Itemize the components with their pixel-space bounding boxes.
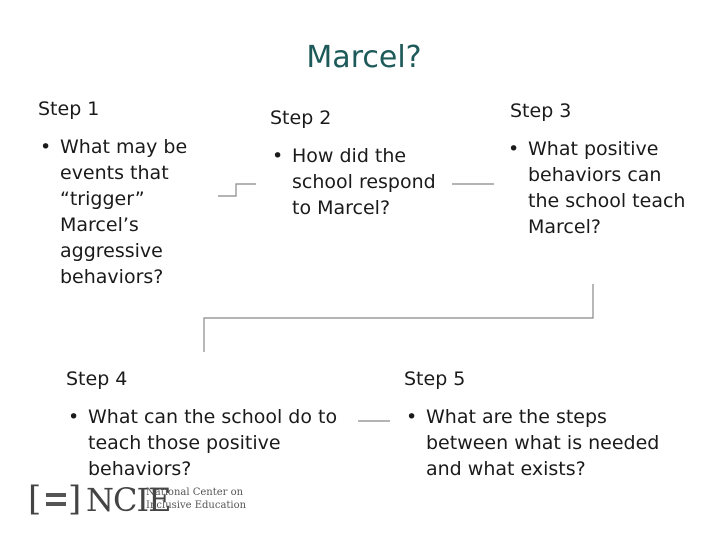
step-heading: Step 2 [270, 107, 332, 129]
step-bullet: What positive behaviors can the school t… [506, 136, 686, 240]
logo-letters: NCIE [86, 481, 171, 519]
step-bullet: What can the school do to teach those po… [66, 404, 356, 482]
logo-mark: [ ] NCIE [28, 479, 171, 519]
logo-name: National Center on Inclusive Education [146, 486, 256, 512]
logo-name-line1: National Center on [146, 487, 244, 498]
step-5: Step 5 What are the steps between what i… [404, 368, 694, 482]
logo-name-line2: Inclusive Education [146, 500, 247, 511]
page-title: Marcel? [306, 40, 422, 75]
connector-step3-step4 [203, 284, 594, 352]
step-3: Step 3 What positive behaviors can the s… [506, 100, 686, 240]
step-bullet: What are the steps between what is neede… [404, 404, 694, 482]
step-1: Step 1 What may be events that “trigger”… [38, 98, 218, 290]
step-heading: Step 5 [404, 368, 466, 390]
step-heading: Step 4 [66, 368, 128, 390]
step-bullet: What may be events that “trigger” Marcel… [38, 134, 218, 290]
connector-step1-step2 [218, 183, 256, 197]
step-4: Step 4 What can the school do to teach t… [66, 368, 356, 482]
step-2: Step 2 How did the school respond to Mar… [270, 107, 440, 221]
step-heading: Step 3 [510, 100, 572, 122]
step-heading: Step 1 [38, 98, 100, 120]
step-bullet: How did the school respond to Marcel? [270, 143, 440, 221]
